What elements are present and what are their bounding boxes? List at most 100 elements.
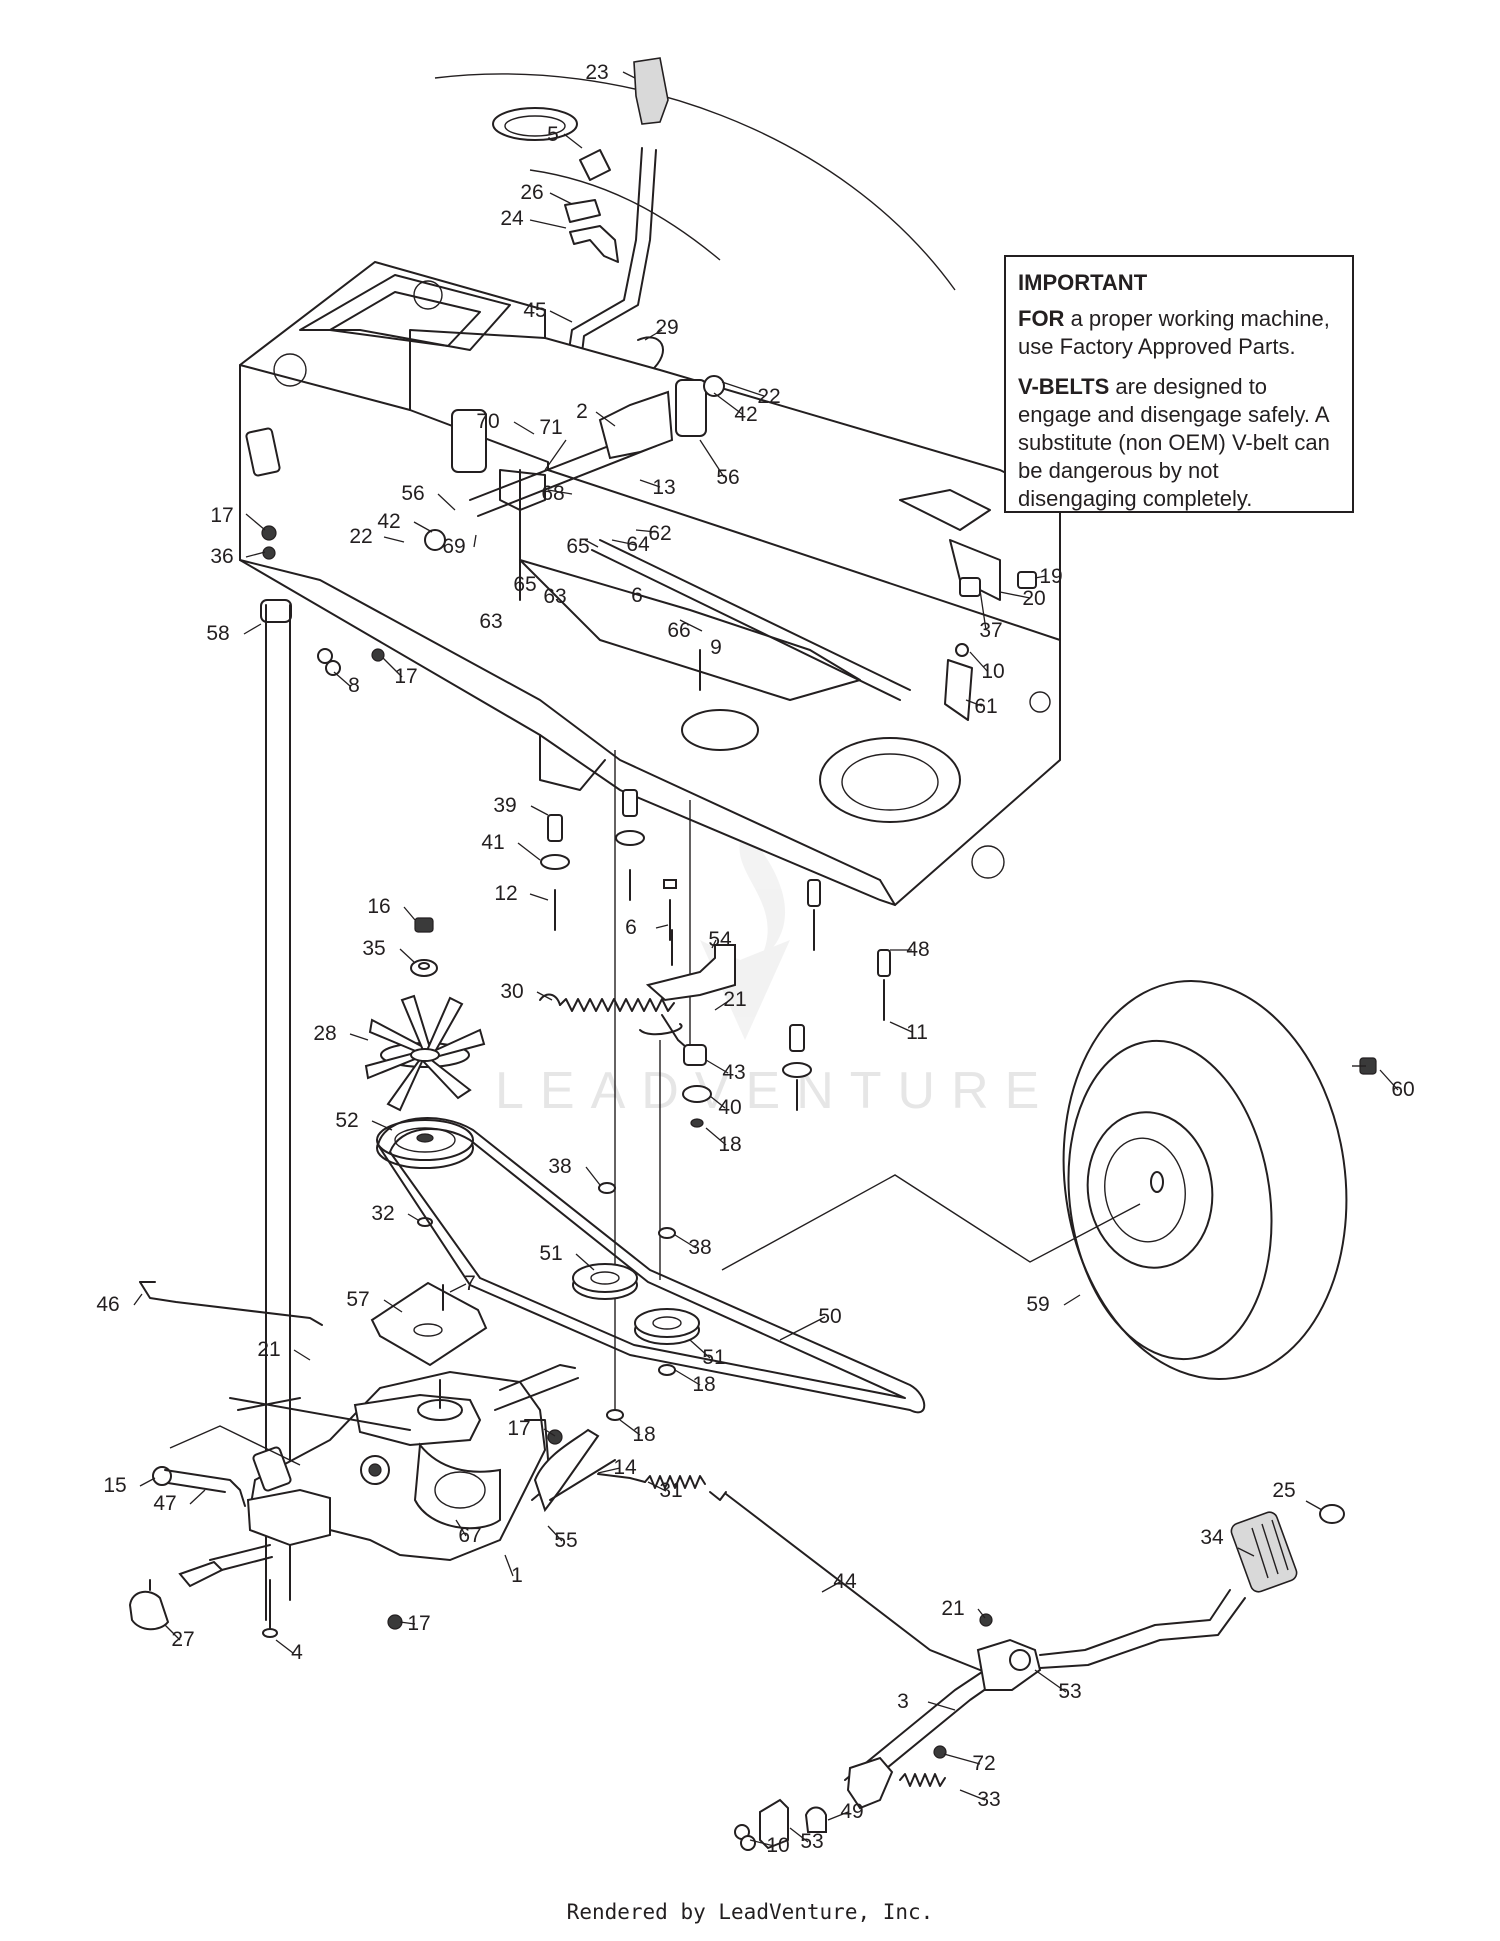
shift-knob [633, 57, 669, 125]
callout-35: 35 [362, 937, 385, 960]
callout-31: 31 [659, 1479, 682, 1502]
callout-10: 10 [981, 660, 1004, 683]
callout-44: 44 [833, 1570, 857, 1593]
notice-factory-parts: FOR a proper working machine, use Factor… [1018, 305, 1340, 361]
shift-lever [565, 57, 669, 391]
callout-34: 34 [1200, 1526, 1224, 1549]
clutch-rod [597, 1473, 986, 1673]
heat-shield [370, 1281, 488, 1367]
important-notice: IMPORTANT FOR a proper working machine, … [1004, 255, 1354, 513]
callout-63: 63 [543, 585, 566, 608]
callout-24: 24 [500, 207, 524, 230]
callout-71: 71 [539, 416, 562, 439]
notice-v-belts: V-BELTS are designed to engage and disen… [1018, 373, 1340, 513]
spring-30 [539, 993, 683, 1036]
callout-56: 56 [716, 466, 739, 489]
callout-51: 51 [702, 1346, 725, 1369]
callout-21: 21 [723, 988, 746, 1011]
cooling-fan [364, 917, 486, 1112]
callout-33: 33 [977, 1788, 1000, 1811]
callout-20: 20 [1022, 587, 1045, 610]
callout-56: 56 [401, 482, 424, 505]
callout-12: 12 [494, 882, 517, 905]
callout-13: 13 [652, 476, 675, 499]
callout-18: 18 [632, 1423, 655, 1446]
callout-47: 47 [153, 1492, 176, 1515]
callout-6: 6 [631, 584, 643, 607]
bypass-rod [152, 1425, 301, 1507]
callout-27: 27 [171, 1628, 194, 1651]
callout-70: 70 [476, 410, 499, 433]
callout-26: 26 [520, 181, 543, 204]
callout-67: 67 [458, 1524, 481, 1547]
rod-46 [139, 1281, 323, 1326]
callout-49: 49 [840, 1800, 863, 1823]
callout-14: 14 [613, 1456, 637, 1479]
callout-5: 5 [547, 123, 559, 146]
callout-48: 48 [906, 938, 929, 961]
callout-53: 53 [1058, 1680, 1081, 1703]
notice-vbelts-text: are designed to engage and disengage saf… [1018, 374, 1330, 511]
callout-42: 42 [734, 403, 757, 426]
callout-57: 57 [346, 1288, 369, 1311]
notice-for-text: a proper working machine, use Factory Ap… [1018, 306, 1330, 359]
callout-22: 22 [349, 525, 372, 548]
callout-54: 54 [708, 928, 732, 951]
callout-66: 66 [667, 619, 690, 642]
axle-coupling [128, 1429, 563, 1638]
callout-72: 72 [972, 1752, 995, 1775]
rear-wheel [1062, 979, 1377, 1381]
idler-pulleys [572, 1182, 700, 1421]
callout-65: 65 [513, 573, 536, 596]
callout-68: 68 [541, 482, 564, 505]
callout-22: 22 [757, 385, 780, 408]
watermark-text: LEADVENTURE [495, 1062, 1055, 1120]
callout-50: 50 [818, 1305, 841, 1328]
callout-1: 1 [511, 1564, 523, 1587]
callout-11: 11 [906, 1021, 928, 1044]
callout-43: 43 [722, 1061, 745, 1084]
frame-hardware [260, 525, 1037, 721]
callout-29: 29 [655, 316, 678, 339]
callout-25: 25 [1272, 1479, 1295, 1502]
callout-16: 16 [367, 895, 390, 918]
callout-46: 46 [96, 1293, 119, 1316]
leader-lines [133, 71, 1399, 1847]
callout-19: 19 [1039, 565, 1062, 588]
wheel-reference-line [721, 1174, 1141, 1271]
callout-38: 38 [688, 1236, 711, 1259]
notice-for-bold: FOR [1018, 306, 1065, 331]
footer-credit: Rendered by LeadVenture, Inc. [566, 1900, 934, 1924]
callout-3: 3 [897, 1690, 909, 1713]
spacers-bolts [540, 789, 891, 1111]
callout-30: 30 [500, 980, 523, 1003]
callout-32: 32 [371, 1202, 394, 1225]
callout-63: 63 [479, 610, 502, 633]
callout-8: 8 [348, 674, 360, 697]
callout-58: 58 [206, 622, 229, 645]
v-belt [377, 1117, 926, 1414]
callout-59: 59 [1026, 1293, 1049, 1316]
frame [239, 260, 1061, 907]
callout-21: 21 [941, 1597, 964, 1620]
idler-bracket [645, 929, 736, 1128]
callout-42: 42 [377, 510, 400, 533]
callout-51: 51 [539, 1242, 562, 1265]
callout-17: 17 [394, 665, 417, 688]
callout-41: 41 [481, 831, 504, 854]
notice-vbelts-bold: V-BELTS [1018, 374, 1110, 399]
callout-7: 7 [464, 1272, 476, 1295]
callout-55: 55 [554, 1529, 577, 1552]
callout-4: 4 [291, 1641, 303, 1664]
callout-69: 69 [442, 535, 465, 558]
callout-53: 53 [800, 1830, 823, 1853]
notice-heading: IMPORTANT [1018, 270, 1148, 295]
callout-61: 61 [974, 695, 997, 718]
callout-28: 28 [313, 1022, 336, 1045]
callout-45: 45 [523, 299, 546, 322]
callout-17: 17 [407, 1612, 430, 1635]
callout-17: 17 [210, 504, 233, 527]
callout-60: 60 [1391, 1078, 1414, 1101]
callout-40: 40 [718, 1096, 741, 1119]
